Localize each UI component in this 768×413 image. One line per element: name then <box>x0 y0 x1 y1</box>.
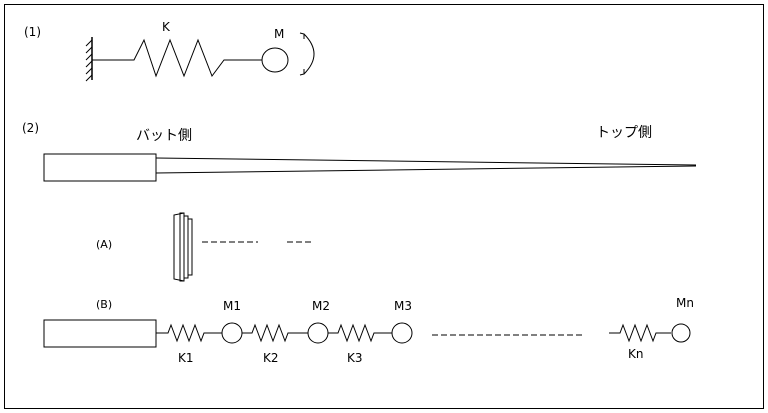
mass-m3-label: M3 <box>394 299 412 313</box>
sectionB-label: (B) <box>96 298 112 311</box>
sectionB-model: (B) K1 M1 K2 M2 K3 M3 Kn Mn <box>43 296 694 365</box>
mass-m <box>261 47 289 73</box>
rod-butt-grip <box>43 153 157 182</box>
spring-k-label: K <box>162 20 171 34</box>
sectionA-model: (A) <box>96 212 314 282</box>
arrowhead-bottom-icon <box>299 69 305 76</box>
rod-lower-edge <box>155 165 697 174</box>
spring-k1-label: K1 <box>178 351 194 365</box>
rotation-arrow-icon <box>303 33 315 75</box>
section1-label: (1) <box>24 25 41 39</box>
spring-k3-label: K3 <box>347 351 363 365</box>
sectionA-label: (A) <box>96 238 112 251</box>
spring-k2 <box>242 323 308 343</box>
rod-upper-edge <box>155 157 697 166</box>
spring-k2-label: K2 <box>263 351 279 365</box>
spring-kn <box>609 323 671 343</box>
spring-k3 <box>328 323 392 343</box>
mass-m1-label: M1 <box>223 299 241 313</box>
outer-border <box>4 4 764 409</box>
spring-kn-label: Kn <box>628 347 643 361</box>
section1-model: (1) K M <box>24 20 315 82</box>
section2-rod: (2) バット側 トップ側 <box>22 121 697 182</box>
mass-m2 <box>307 322 329 344</box>
chain-butt-grip <box>43 319 157 348</box>
mass-mn <box>671 323 691 343</box>
mass-m2-label: M2 <box>312 299 330 313</box>
arrowhead-top-icon <box>299 32 305 39</box>
spring-k <box>92 38 262 78</box>
butt-side-label: バット側 <box>136 128 192 144</box>
spring-k1 <box>156 323 222 343</box>
wall-hatching <box>85 39 93 82</box>
diagram-frame: (1) K M (2) バット側 トップ側 (A) <box>4 4 764 409</box>
tip-side-label: トップ側 <box>596 125 652 141</box>
mass-mn-label: Mn <box>676 296 694 310</box>
rod-segments-stack <box>173 212 193 282</box>
mass-m3 <box>391 322 413 344</box>
section2-label: (2) <box>22 121 39 135</box>
mass-m1 <box>221 322 243 344</box>
mass-m-label: M <box>274 27 284 41</box>
